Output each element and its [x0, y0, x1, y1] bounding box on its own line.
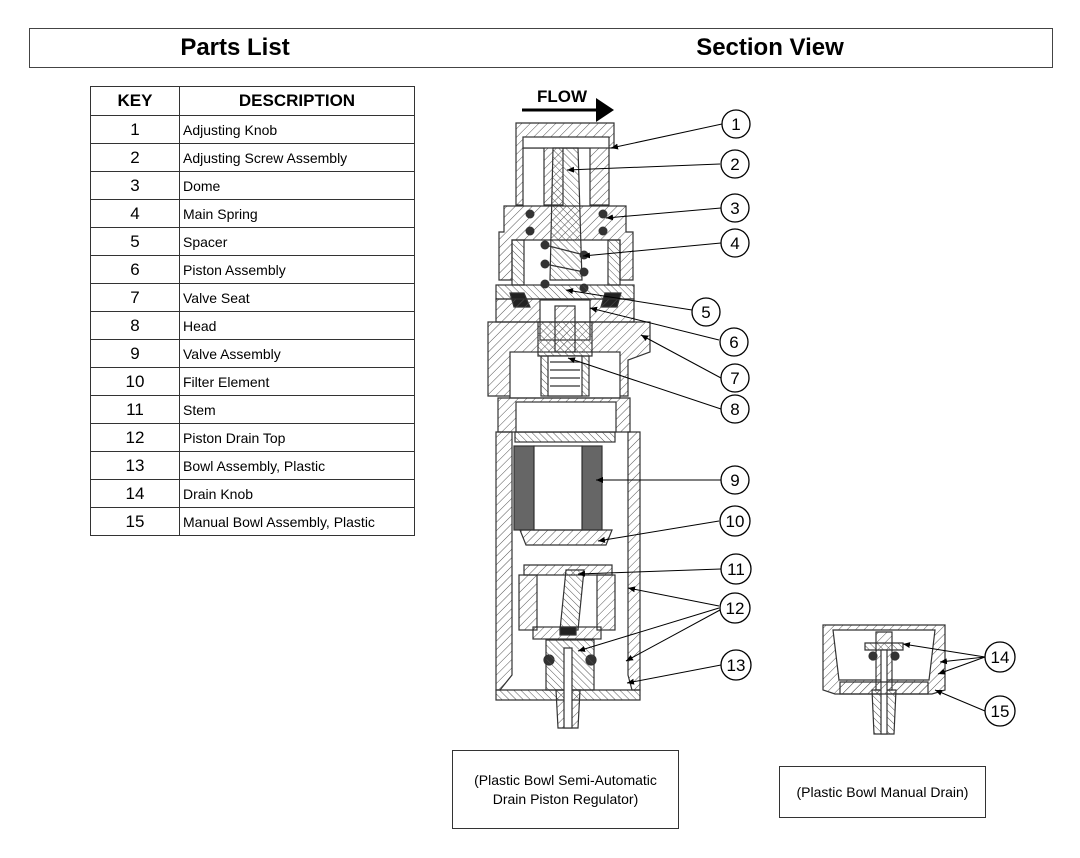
regulator-section [487, 122, 651, 729]
row-key: 10 [90, 367, 180, 396]
callout-number: 11 [727, 560, 745, 579]
callout-14: 14 [984, 641, 1016, 673]
section-view-title: Section View [696, 34, 844, 61]
row-description: Adjusting Screw Assembly [179, 143, 415, 172]
leader-lines [565, 123, 986, 712]
callout-number: 10 [726, 512, 745, 531]
callout-7: 7 [720, 363, 750, 393]
callout-number: 12 [726, 599, 745, 618]
callout-number: 14 [991, 648, 1010, 667]
callout-number: 1 [731, 115, 740, 134]
callout-1: 1 [721, 109, 751, 139]
callout-number: 8 [730, 400, 739, 419]
flow-label: FLOW [537, 87, 588, 106]
callout-2: 2 [720, 149, 750, 179]
callout-8: 8 [720, 394, 750, 424]
row-description: Manual Bowl Assembly, Plastic [179, 507, 415, 536]
callout-number: 5 [701, 303, 710, 322]
row-description: Stem [179, 395, 415, 424]
callout-number: 7 [730, 369, 739, 388]
row-key: 13 [90, 451, 180, 480]
row-key: 5 [90, 227, 180, 256]
row-description: Head [179, 311, 415, 340]
callout-number: 13 [727, 656, 746, 675]
row-key: 9 [90, 339, 180, 368]
callout-3: 3 [720, 193, 750, 223]
row-key: 6 [90, 255, 180, 284]
row-description: Piston Assembly [179, 255, 415, 284]
column-header-description: DESCRIPTION [179, 86, 415, 116]
callout-number: 2 [730, 155, 739, 174]
row-key: 3 [90, 171, 180, 200]
callout-13: 13 [720, 649, 752, 681]
row-key: 14 [90, 479, 180, 508]
callout-11: 11 [720, 553, 752, 585]
callout-10: 10 [719, 505, 751, 537]
flow-arrow-icon [522, 98, 614, 122]
callouts: 1 2 3 4 5 6 7 8 9 10 11 12 13 14 15 [691, 109, 1016, 727]
callout-number: 15 [991, 702, 1010, 721]
regulator-caption: (Plastic Bowl Semi-Automatic Drain Pisto… [452, 750, 679, 829]
parts-list-title: Parts List [180, 34, 290, 61]
callout-4: 4 [720, 228, 750, 258]
row-key: 15 [90, 507, 180, 536]
row-description: Dome [179, 171, 415, 200]
row-description: Drain Knob [179, 479, 415, 508]
regulator-caption-line-1: (Plastic Bowl Semi-Automatic [474, 771, 657, 788]
manual-drain-caption: (Plastic Bowl Manual Drain) [779, 766, 986, 818]
row-description: Filter Element [179, 367, 415, 396]
row-key: 12 [90, 423, 180, 452]
header-bar: Parts List Section View [29, 28, 1053, 68]
callout-number: 6 [729, 333, 738, 352]
callout-15: 15 [984, 695, 1016, 727]
callout-number: 9 [730, 471, 739, 490]
callout-5: 5 [691, 297, 721, 327]
callout-12: 12 [719, 592, 751, 624]
row-key: 11 [90, 395, 180, 424]
callout-6: 6 [719, 327, 749, 357]
callout-number: 4 [730, 234, 739, 253]
parts-table-header: KEY DESCRIPTION [90, 86, 415, 116]
callout-number: 3 [730, 199, 739, 218]
row-description: Valve Assembly [179, 339, 415, 368]
column-header-key: KEY [90, 86, 180, 116]
regulator-caption-line-2: Drain Piston Regulator) [492, 790, 639, 807]
row-description: Spacer [179, 227, 415, 256]
manual-drain-section [822, 624, 946, 735]
row-description: Main Spring [179, 199, 415, 228]
callout-9: 9 [720, 465, 750, 495]
row-description: Adjusting Knob [179, 115, 415, 144]
